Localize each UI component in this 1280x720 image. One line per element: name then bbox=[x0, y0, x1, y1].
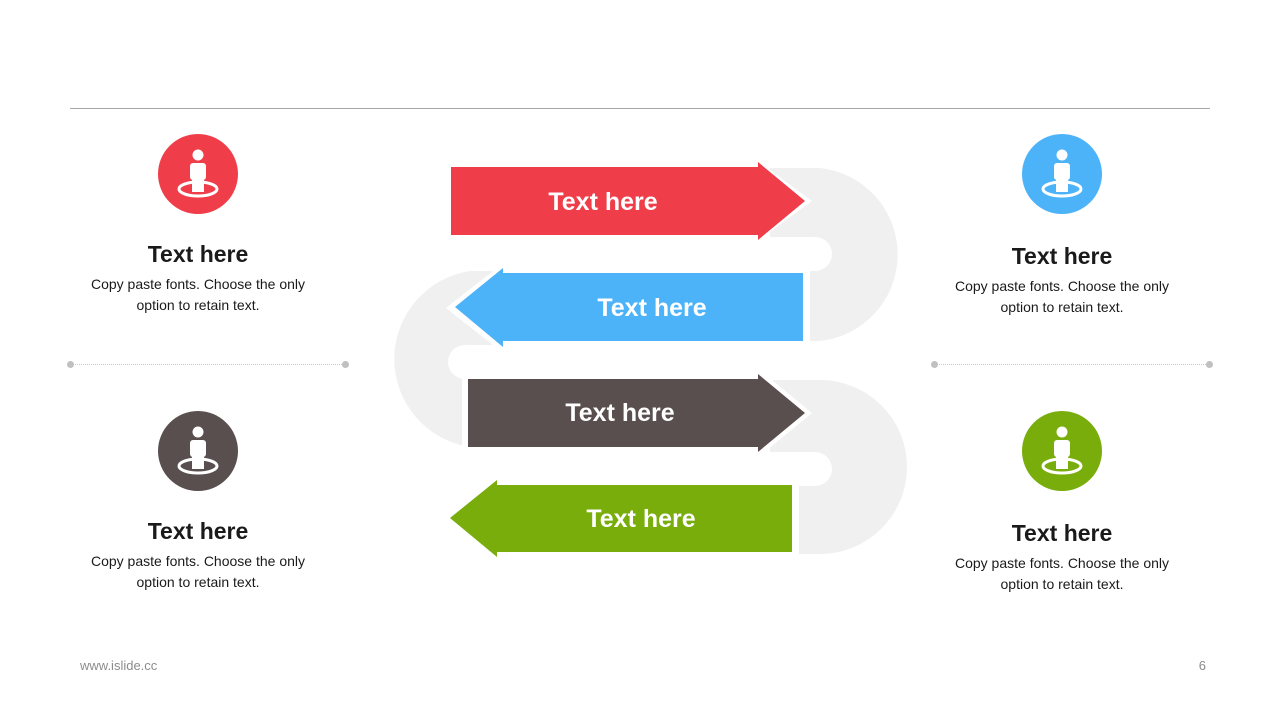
arrow-4-shape bbox=[450, 480, 792, 557]
person-location-glyph bbox=[177, 426, 219, 475]
arrow-1-shape bbox=[451, 162, 805, 240]
person-location-glyph bbox=[1041, 426, 1083, 475]
person-location-icon bbox=[1022, 411, 1102, 491]
card-top-right: Text here Copy paste fonts. Choose the o… bbox=[912, 134, 1212, 318]
divider-left bbox=[67, 361, 349, 368]
arrow-4-label: Text here bbox=[586, 505, 695, 533]
divider-dot bbox=[67, 361, 74, 368]
card-body-line: option to retain text. bbox=[1000, 299, 1124, 315]
person-location-glyph bbox=[1041, 149, 1083, 198]
card-title: Text here bbox=[147, 241, 249, 267]
page-number: 6 bbox=[1198, 658, 1206, 673]
card-body: Copy paste fonts. Choose the only option… bbox=[48, 551, 348, 593]
top-rule bbox=[70, 108, 1210, 109]
divider-dot bbox=[1206, 361, 1213, 368]
card-body-line: Copy paste fonts. Choose the only bbox=[90, 276, 306, 292]
arrow-2-shape bbox=[455, 268, 803, 347]
card-body-line: option to retain text. bbox=[136, 574, 260, 590]
person-location-glyph bbox=[177, 149, 219, 198]
card-bottom-right: Text here Copy paste fonts. Choose the o… bbox=[912, 411, 1212, 595]
card-body-line: Copy paste fonts. Choose the only bbox=[954, 555, 1170, 571]
person-location-icon bbox=[1022, 134, 1102, 214]
arrow-1-label: Text here bbox=[548, 188, 657, 216]
card-body-line: option to retain text. bbox=[1000, 576, 1124, 592]
divider-dot bbox=[931, 361, 938, 368]
arrow-2: Text here bbox=[446, 264, 810, 352]
person-location-icon bbox=[158, 134, 238, 214]
card-body: Copy paste fonts. Choose the only option… bbox=[912, 553, 1212, 595]
card-body: Copy paste fonts. Choose the only option… bbox=[48, 274, 348, 316]
card-top-left: Text here Copy paste fonts. Choose the o… bbox=[48, 134, 348, 316]
arrow-3: Text here bbox=[462, 367, 812, 459]
card-bottom-left: Text here Copy paste fonts. Choose the o… bbox=[48, 411, 348, 593]
person-location-icon bbox=[158, 411, 238, 491]
card-body-line: option to retain text. bbox=[136, 297, 260, 313]
card-title: Text here bbox=[1011, 520, 1113, 546]
card-body-line: Copy paste fonts. Choose the only bbox=[954, 278, 1170, 294]
divider-right bbox=[931, 361, 1213, 368]
arrow-3-shape bbox=[468, 374, 805, 452]
arrow-4: Text here bbox=[441, 473, 799, 563]
arrow-3-label: Text here bbox=[565, 399, 674, 427]
divider-dot bbox=[342, 361, 349, 368]
card-body: Copy paste fonts. Choose the only option… bbox=[912, 276, 1212, 318]
card-title: Text here bbox=[1011, 243, 1113, 269]
arrow-1: Text here bbox=[451, 160, 812, 242]
footer-url: www.islide.cc bbox=[80, 658, 158, 673]
card-title: Text here bbox=[147, 518, 249, 544]
card-body-line: Copy paste fonts. Choose the only bbox=[90, 553, 306, 569]
arrow-2-label: Text here bbox=[597, 294, 706, 322]
